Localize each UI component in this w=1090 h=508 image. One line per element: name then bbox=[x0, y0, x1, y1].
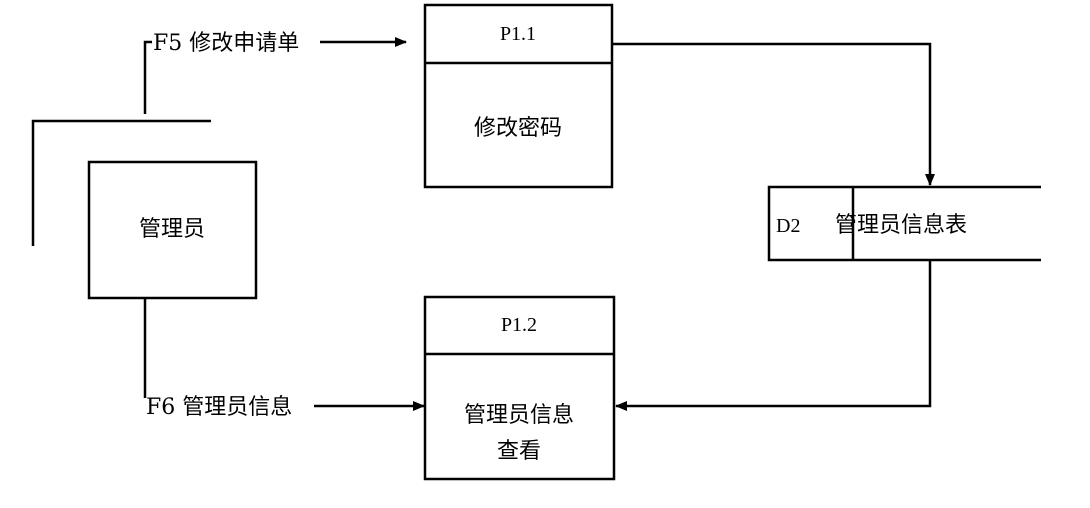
flow-p1-1-to-d2[interactable] bbox=[612, 42, 935, 186]
entity-box bbox=[87, 160, 258, 300]
store-outline bbox=[767, 185, 1041, 262]
flow-label: F6 管理员信息 bbox=[146, 395, 292, 420]
process-name: 修改密码 bbox=[474, 116, 562, 141]
entity-label: 管理员 bbox=[139, 217, 205, 242]
process-id: P1.1 bbox=[500, 23, 536, 45]
process-box bbox=[423, 3, 614, 189]
flow-arrow bbox=[612, 42, 935, 186]
process-name-line1: 管理员信息 bbox=[464, 403, 574, 428]
flow-arrow bbox=[615, 260, 932, 411]
process-box bbox=[423, 295, 616, 481]
process-p1-2[interactable]: P1.2 管理员信息 查看 bbox=[423, 295, 616, 481]
store-name: 管理员信息表 bbox=[835, 213, 967, 238]
entity-shadow-corner bbox=[31, 119, 211, 246]
flow-line bbox=[143, 40, 152, 114]
flow-label: F5 修改申请单 bbox=[153, 31, 299, 56]
flow-f5[interactable]: F5 修改申请单 bbox=[143, 31, 407, 114]
external-entity-admin[interactable]: 管理员 bbox=[31, 119, 258, 300]
process-id: P1.2 bbox=[501, 314, 537, 336]
store-id: D2 bbox=[776, 215, 800, 237]
flow-d2-to-p1-2[interactable] bbox=[615, 260, 932, 411]
flow-f6[interactable]: F6 管理员信息 bbox=[143, 298, 425, 420]
data-store-d2[interactable]: D2 管理员信息表 bbox=[767, 185, 1041, 262]
process-name-line2: 查看 bbox=[497, 439, 541, 464]
process-p1-1[interactable]: P1.1 修改密码 bbox=[423, 3, 614, 189]
